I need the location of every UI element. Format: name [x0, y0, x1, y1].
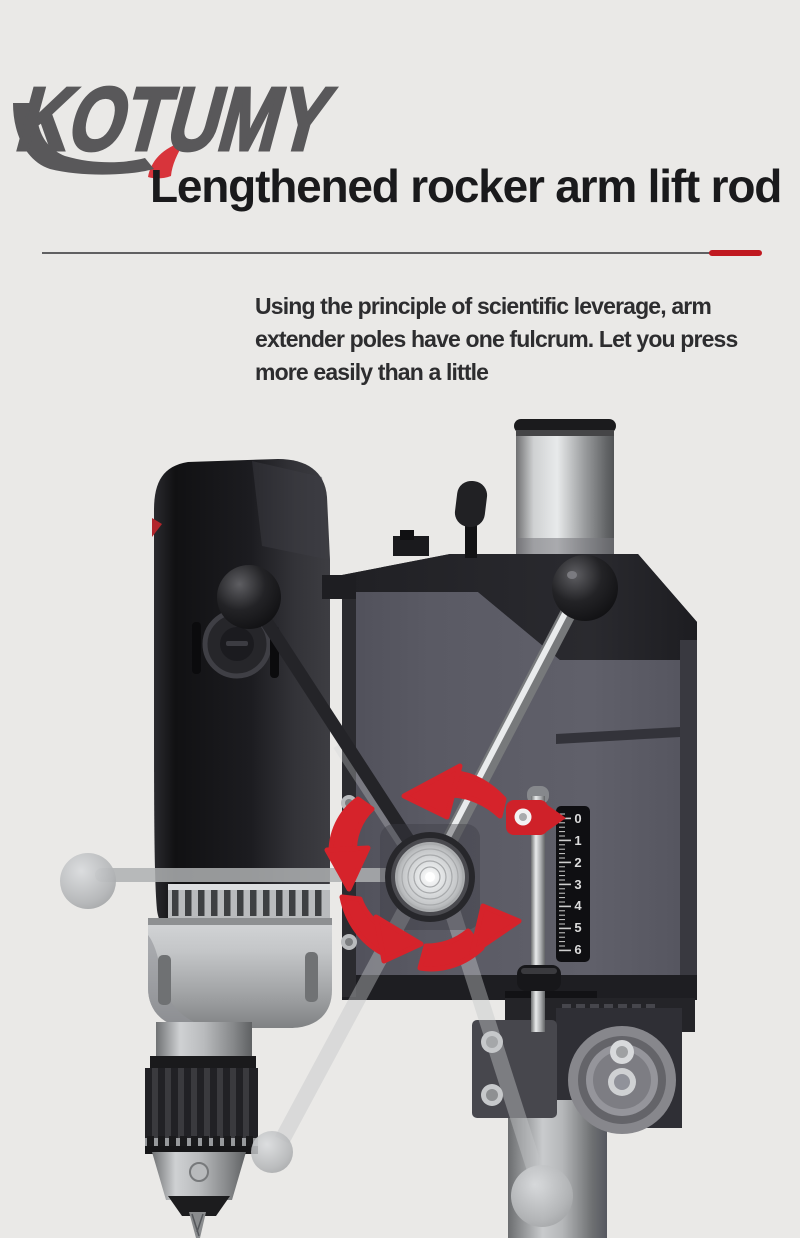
svg-text:5: 5 [574, 920, 581, 935]
svg-text:4: 4 [574, 898, 582, 913]
svg-text:3: 3 [574, 877, 581, 892]
svg-text:1: 1 [574, 833, 581, 848]
svg-text:0: 0 [574, 811, 581, 826]
svg-text:2: 2 [574, 855, 581, 870]
svg-text:6: 6 [574, 942, 581, 957]
